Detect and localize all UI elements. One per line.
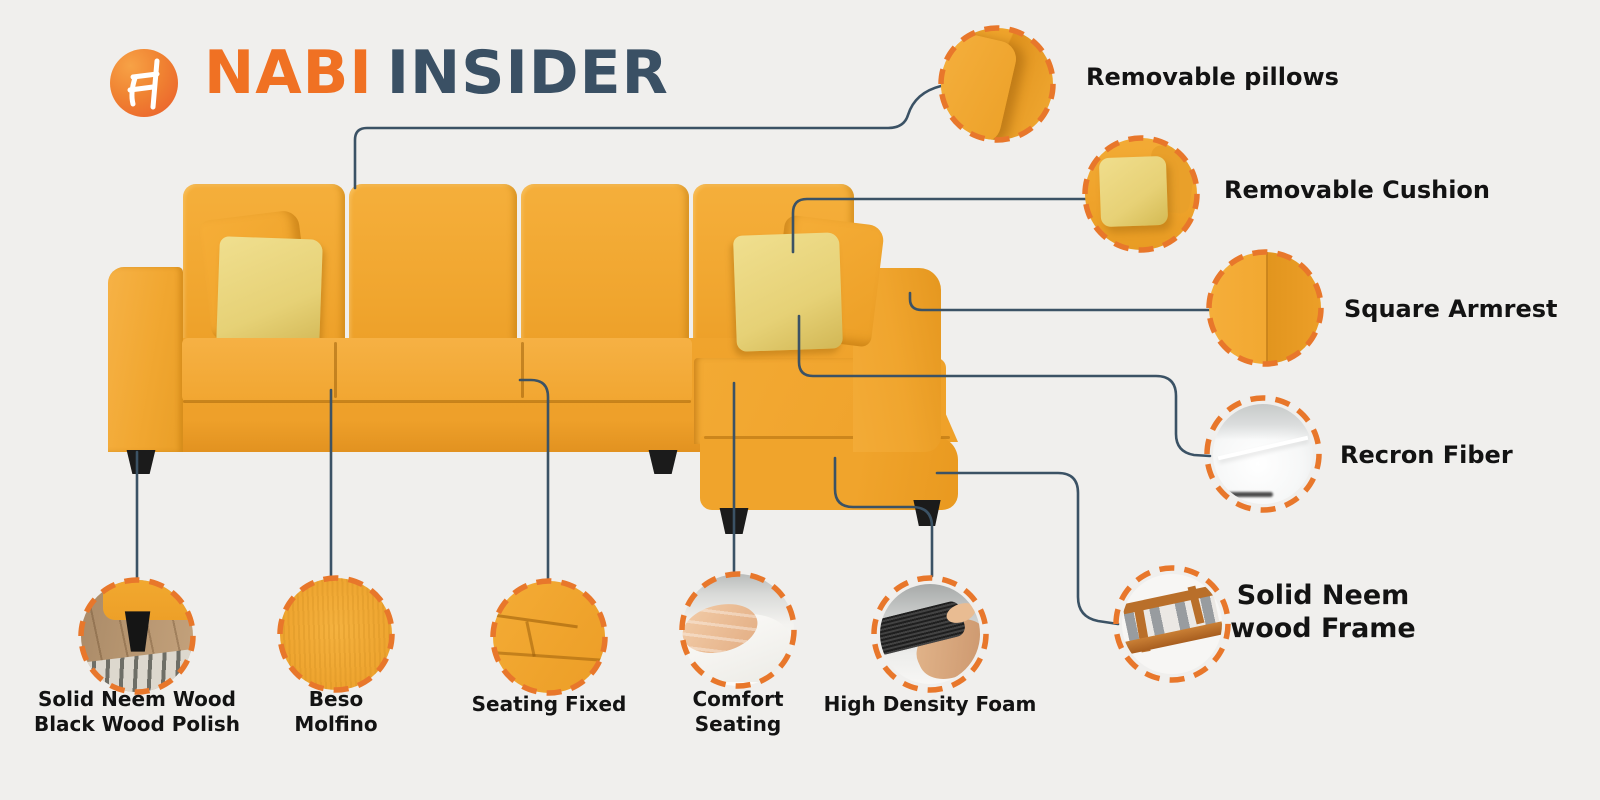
dashed-ring [490, 578, 608, 696]
wood-polish-photo [81, 580, 193, 692]
line-square-armrest [908, 291, 1214, 312]
label-line: Solid Neem Wood [38, 687, 236, 711]
label-line: Beso [308, 687, 364, 711]
chair-monogram-icon [127, 58, 160, 110]
dashed-ring [871, 575, 989, 693]
wood-frame-photo [1122, 574, 1222, 674]
line-seating-fixed [518, 378, 550, 581]
label-removable-pillows: Removable pillows [1086, 63, 1339, 91]
chaise-seam [704, 436, 950, 439]
dashed-ring [1204, 395, 1322, 513]
dashed-ring [679, 571, 797, 689]
line-removable-cushion [791, 197, 1088, 254]
sofa-left-armrest [108, 267, 183, 452]
label-line: Seating [694, 712, 782, 736]
label-high-density-foam: High Density Foam [815, 692, 1045, 717]
label-seating-fixed: Seating Fixed [434, 692, 664, 717]
armrest-photo [1209, 252, 1321, 364]
seat-cushions [182, 338, 692, 402]
callout-square-armrest [1205, 248, 1325, 368]
label-square-armrest: Square Armrest [1344, 295, 1558, 323]
line-high-density-foam [833, 456, 934, 578]
seat-seam [334, 342, 337, 398]
callout-removable-pillows [937, 24, 1057, 144]
label-line: wood Frame [1230, 613, 1416, 644]
dashed-ring [1113, 565, 1231, 683]
label-line: Black Wood Polish [33, 712, 241, 736]
callout-neem-wood-frame [1112, 564, 1232, 684]
label-beso-molfino: Beso Molfino [221, 687, 451, 737]
fabric-photo [280, 578, 392, 690]
foam-photo [880, 584, 980, 684]
label-neem-wood-frame: Solid Neem wood Frame [1230, 579, 1416, 645]
dashed-ring [78, 577, 196, 695]
line-recron-fiber [797, 314, 1212, 458]
seat-front-seam [183, 400, 691, 403]
label-line: Comfort [692, 687, 784, 711]
dashed-ring [1082, 135, 1200, 253]
brand-word-primary: NABI [204, 38, 373, 108]
label-recron-fiber: Recron Fiber [1340, 441, 1513, 469]
seat-seam [521, 342, 524, 398]
seating-fixed-photo [493, 581, 605, 693]
recron-photo [1213, 404, 1313, 504]
sofa-back-panel [521, 184, 689, 354]
brand-logo [110, 49, 178, 117]
label-line: Seating Fixed [471, 692, 627, 716]
label-line: Solid Neem [1236, 580, 1410, 611]
dashed-ring [938, 25, 1056, 143]
callout-black-wood-polish [77, 576, 197, 696]
line-removable-pillows [353, 84, 943, 190]
callout-removable-cushion [1081, 134, 1201, 254]
callout-recron-fiber [1203, 394, 1323, 514]
callout-comfort-seating [678, 570, 798, 690]
callout-seating-fixed [489, 577, 609, 697]
label-line: High Density Foam [823, 692, 1037, 716]
dashed-ring [1206, 249, 1324, 367]
label-line: Molfino [294, 712, 378, 736]
line-neem-wood-frame [935, 471, 1120, 626]
pillows-photo [941, 28, 1053, 140]
label-comfort-seating: Comfort Seating [623, 687, 853, 737]
dashed-ring [277, 575, 395, 693]
callout-beso-molfino [276, 574, 396, 694]
brand-word-secondary: INSIDER [386, 38, 669, 108]
sofa-leg [648, 450, 678, 474]
label-black-wood-polish: Solid Neem Wood Black Wood Polish [22, 687, 252, 737]
label-removable-cushion: Removable Cushion [1224, 176, 1491, 204]
callout-high-density-foam [870, 574, 990, 694]
sofa-back-panel [349, 184, 517, 354]
